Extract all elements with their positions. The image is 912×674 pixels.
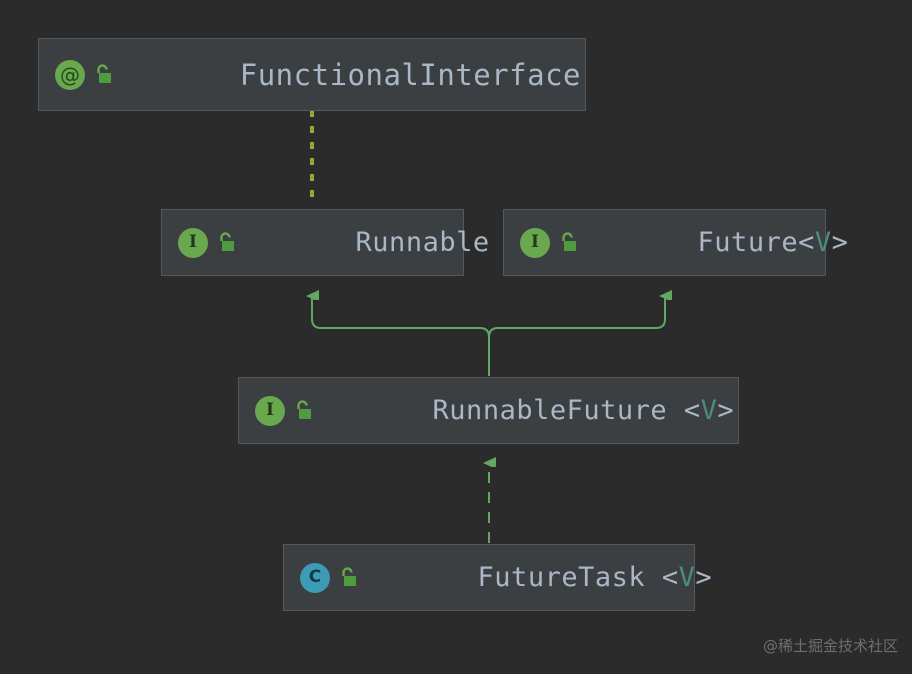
generic-parameter: V xyxy=(678,562,696,593)
node-label: Runnable xyxy=(255,196,490,289)
edge-runnablefuture-runnable xyxy=(312,296,490,338)
open-padlock-icon xyxy=(292,398,314,424)
watermark: @稀土掘金技术社区 xyxy=(762,637,898,655)
class-icon: C xyxy=(300,562,330,593)
open-padlock-icon xyxy=(92,62,114,88)
generic-open-bracket: < xyxy=(667,395,701,426)
node-name: Runnable xyxy=(355,227,490,258)
generic-close-bracket: > xyxy=(717,395,735,426)
interface-glyph: I xyxy=(531,232,539,252)
node-functionalinterface[interactable]: @ FunctionalInterface xyxy=(38,38,586,111)
node-runnablefuture[interactable]: I RunnableFuture <V> xyxy=(238,377,739,444)
class-glyph: C xyxy=(308,567,322,587)
interface-glyph: I xyxy=(266,400,274,420)
generic-close-bracket: > xyxy=(695,562,713,593)
node-name: Future xyxy=(697,227,799,258)
generic-open-bracket: < xyxy=(798,227,815,258)
annotation-icon: @ xyxy=(55,59,85,90)
node-name: RunnableFuture xyxy=(432,395,668,426)
generic-parameter: V xyxy=(700,395,718,426)
node-icon-group: I xyxy=(178,227,237,258)
node-name: FutureTask xyxy=(477,562,646,593)
node-label: RunnableFuture <V> xyxy=(332,364,734,457)
interface-icon: I xyxy=(178,227,208,258)
generic-close-bracket: > xyxy=(831,227,849,258)
interface-icon: I xyxy=(520,227,550,258)
open-padlock-icon xyxy=(337,565,359,591)
node-icon-group: I xyxy=(255,395,314,426)
generic-parameter: V xyxy=(814,227,832,258)
interface-glyph: I xyxy=(189,232,197,252)
annotation-glyph: @ xyxy=(60,62,80,87)
edge-runnablefuture-future xyxy=(488,296,665,338)
node-futuretask[interactable]: C FutureTask <V> xyxy=(283,544,712,611)
node-icon-group: @ xyxy=(55,59,114,90)
node-label: FunctionalInterface xyxy=(132,24,581,126)
open-padlock-icon xyxy=(557,230,579,256)
interface-icon: I xyxy=(255,395,285,426)
node-future[interactable]: I Future<V> xyxy=(503,209,848,276)
node-icon-group: C xyxy=(300,562,359,593)
open-padlock-icon xyxy=(215,230,237,256)
node-label: Future<V> xyxy=(597,196,848,289)
node-icon-group: I xyxy=(520,227,579,258)
node-label: FutureTask <V> xyxy=(377,531,712,624)
node-runnable[interactable]: I Runnable xyxy=(161,209,489,276)
generic-open-bracket: < xyxy=(645,562,679,593)
node-name: FunctionalInterface xyxy=(239,57,581,92)
